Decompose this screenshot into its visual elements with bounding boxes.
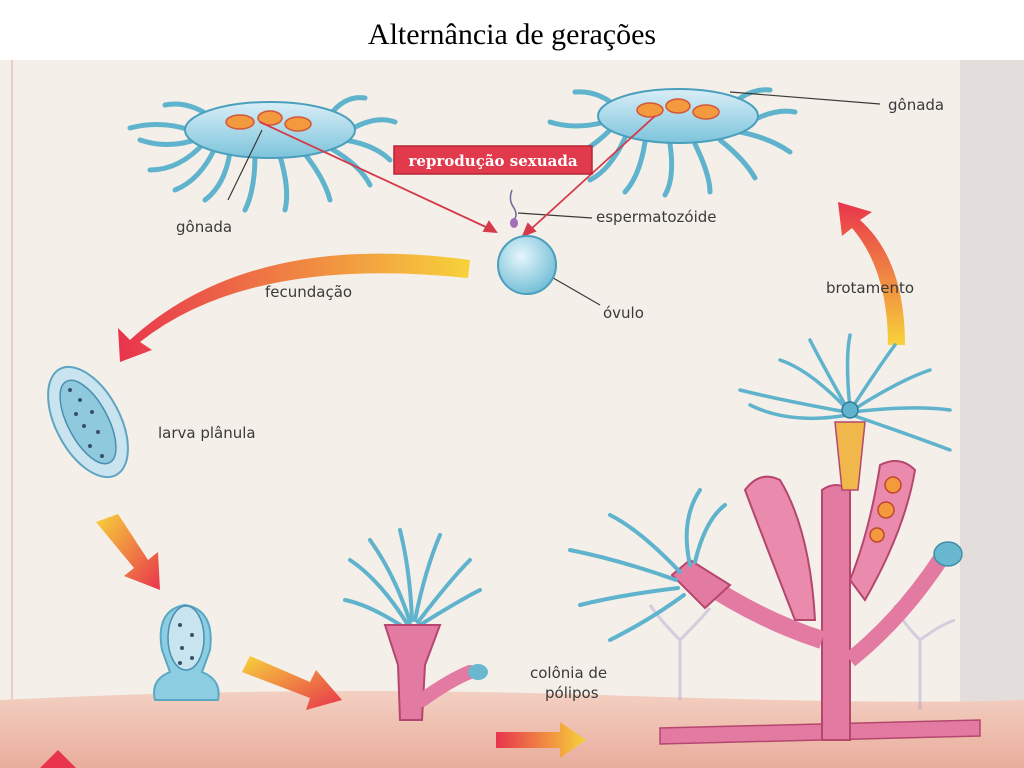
medusa-left — [127, 95, 398, 213]
medusa-left-bell — [184, 101, 356, 159]
top-polyp-hypostome — [841, 401, 859, 419]
leader-gonada-top — [729, 91, 881, 105]
arrow-fixed-to-polyp — [242, 656, 342, 710]
fixed-larva — [153, 603, 220, 701]
leader-gonada-left — [227, 129, 263, 201]
polyp-colony — [568, 333, 981, 745]
arrow-polyp-to-colony — [496, 722, 586, 758]
arrow-brotamento — [838, 202, 905, 345]
life-cycle-diagram: reprodução sexuada — [0, 60, 1024, 768]
label-espermatozoide: espermatozóide — [596, 208, 717, 226]
leader-espermatozoide — [517, 212, 593, 219]
page-shadow-right — [960, 60, 1024, 768]
seabed — [0, 691, 1024, 768]
medusa-right-bell — [597, 88, 759, 144]
slide-title: Alternância de gerações — [367, 18, 657, 51]
label-colonia-line2: pólipos — [545, 684, 599, 702]
label-larva-planula: larva plânula — [158, 424, 256, 442]
medusa-right — [547, 87, 798, 198]
reproducao-sexuada-label: reprodução sexuada — [408, 152, 577, 170]
young-polyp — [343, 528, 488, 721]
spermatozoon — [509, 189, 518, 228]
label-gonada-left: gônada — [176, 218, 232, 236]
label-ovulo: óvulo — [603, 304, 644, 322]
medusa-right-gonads — [636, 98, 720, 120]
label-colonia-line1: colônia de — [530, 664, 607, 682]
label-brotamento: brotamento — [826, 279, 914, 297]
ovum — [497, 235, 557, 295]
medusa-left-gonads — [225, 110, 312, 132]
arrow-fecundacao — [118, 253, 470, 362]
arrow-bottom-left-partial — [40, 750, 76, 768]
reproducao-sexuada-box: reprodução sexuada — [393, 145, 593, 175]
label-gonada-top: gônada — [888, 96, 944, 114]
planula-larva — [47, 365, 129, 479]
label-fecundacao: fecundação — [265, 283, 352, 301]
arrow-larva-to-fixed — [96, 514, 160, 590]
leader-lines — [227, 91, 881, 306]
leader-ovulo — [547, 274, 601, 306]
